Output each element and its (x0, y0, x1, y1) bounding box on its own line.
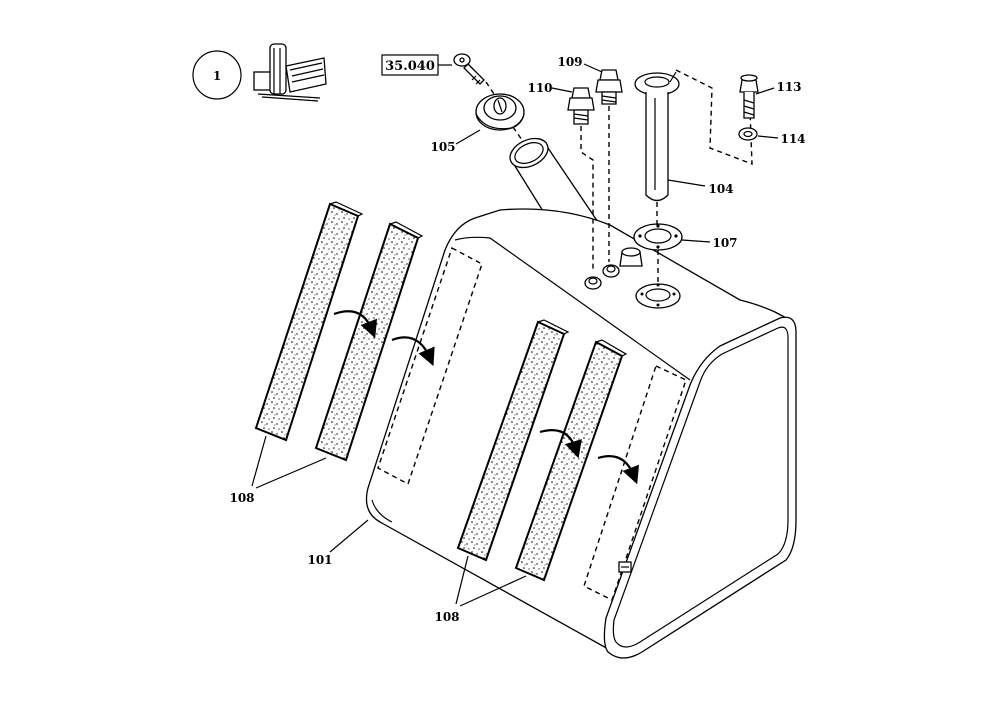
reference-box[interactable]: 35.040 (381, 54, 452, 76)
leader-114 (757, 135, 779, 139)
leader-108a-1 (251, 435, 267, 487)
leader-113 (755, 87, 775, 95)
leader-101 (329, 519, 369, 553)
placement-arrow-3 (539, 429, 582, 459)
reference-box-label: 35.040 (385, 59, 435, 74)
label-108-upper: 108 (229, 491, 254, 505)
circle-label: 1 (213, 69, 221, 83)
bolt-assembly-guide (675, 69, 753, 166)
foam-pad-108-4[interactable] (514, 339, 628, 582)
hand-tool-icon (253, 43, 327, 102)
fitting-109[interactable] (595, 69, 623, 105)
leader-108b-1 (455, 555, 469, 605)
leader-107 (681, 239, 711, 243)
label-114: 114 (780, 132, 805, 146)
washer-114[interactable] (738, 127, 758, 141)
leader-110 (551, 87, 573, 93)
label-104: 104 (708, 182, 733, 196)
fuel-sender-104[interactable] (634, 71, 680, 202)
small-fitting-icon (618, 561, 632, 573)
placement-arrow-4 (597, 455, 640, 485)
fitting-110[interactable] (567, 87, 595, 125)
fuel-cap-105[interactable] (475, 93, 525, 131)
tank-top-fittings (584, 247, 681, 309)
fitting-110-axis (580, 126, 594, 270)
bolt-113[interactable] (739, 74, 759, 119)
placement-arrow-1 (333, 310, 378, 339)
cap-neck-leader (512, 126, 523, 141)
label-105: 105 (430, 140, 455, 154)
leader-108a-2 (255, 457, 327, 489)
label-108-lower: 108 (434, 610, 459, 624)
leader-108b-2 (459, 575, 527, 607)
section-circle: 1 (192, 50, 242, 100)
foam-pad-108-3[interactable] (456, 319, 570, 562)
placement-arrow-2 (391, 336, 435, 367)
pad-outline-left (377, 246, 483, 486)
label-107: 107 (712, 236, 737, 250)
leader-105 (455, 129, 481, 145)
pad-outline-right (583, 365, 687, 601)
label-113: 113 (776, 80, 801, 94)
label-110: 110 (527, 81, 552, 95)
leader-109 (583, 63, 603, 73)
leader-104 (667, 179, 706, 187)
cap-key-leader (485, 81, 495, 95)
gasket-107[interactable] (633, 223, 683, 251)
label-101: 101 (307, 553, 332, 567)
label-109: 109 (557, 55, 582, 69)
foam-pad-108-2[interactable] (314, 221, 424, 462)
key-icon (453, 53, 485, 85)
foam-pad-108-1[interactable] (254, 201, 364, 442)
